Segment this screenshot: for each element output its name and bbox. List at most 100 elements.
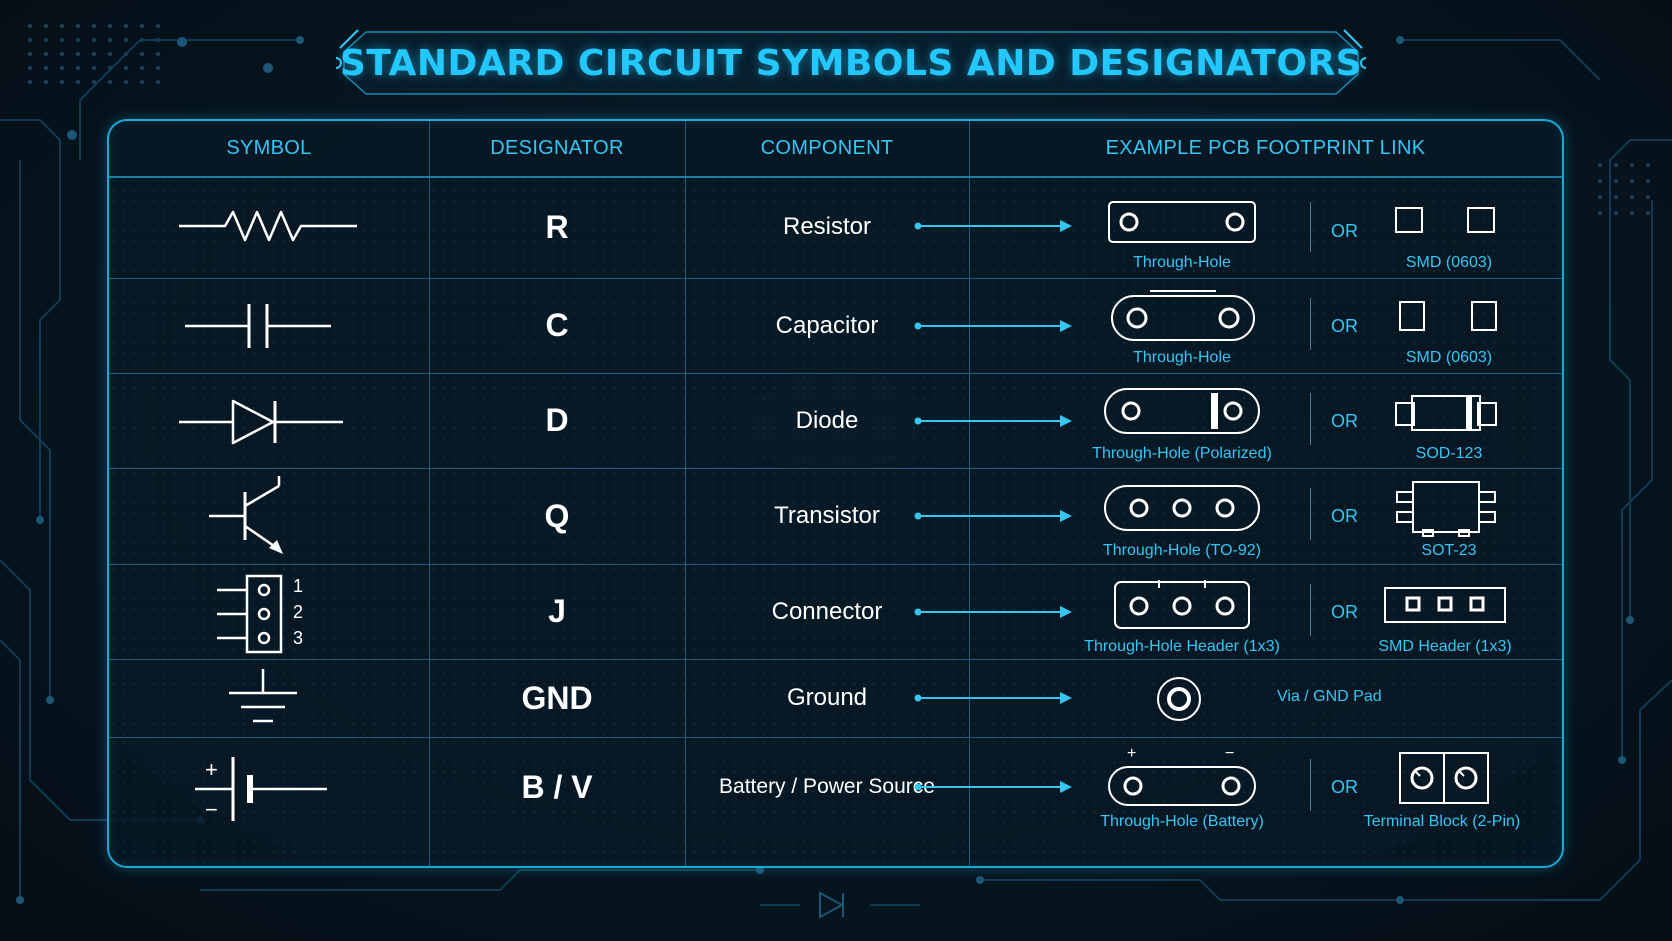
link-arrow-icon: [914, 415, 1072, 427]
footprint-label: SMD Header (1x3): [1378, 638, 1512, 655]
designator-cell: D: [545, 402, 569, 438]
pin-label: 1: [293, 576, 304, 596]
smd-footprint-icon: [1399, 301, 1497, 331]
ground-symbol-icon: [229, 669, 297, 723]
background-dot: [1614, 195, 1618, 199]
background-dot: [1646, 163, 1650, 167]
or-label: OR: [1331, 602, 1358, 622]
through-hole-footprint-icon: [1108, 201, 1256, 243]
background-dot: [124, 38, 128, 42]
table-row: R Resistor Through-Hole OR SMD (0603): [109, 176, 1562, 279]
symbol-cell: [109, 468, 429, 564]
footprint-label: SMD (0603): [1405, 254, 1493, 271]
background-dot: [44, 80, 48, 84]
background-dot: [92, 24, 96, 28]
symbol-cell: [109, 659, 429, 737]
background-dot: [108, 38, 112, 42]
table-row: C Capacitor Through-Hole OR SMD (0603): [109, 278, 1562, 374]
divider: [1310, 393, 1311, 445]
background-dot: [44, 66, 48, 70]
component-cell: Transistor: [774, 502, 880, 529]
background-dot: [92, 80, 96, 84]
background-dot: [44, 38, 48, 42]
component-cell: Ground: [786, 684, 868, 711]
background-dot: [28, 38, 32, 42]
component-cell: Battery / Power Source: [719, 775, 935, 798]
background-dot: [140, 52, 144, 56]
designator-cell: B / V: [521, 768, 593, 805]
background-dot: [76, 80, 80, 84]
background-dot: [76, 52, 80, 56]
terminal-block-footprint-icon: [1399, 752, 1489, 804]
minus-sign: −: [205, 797, 218, 822]
background-dot: [60, 66, 64, 70]
symbol-cell: [109, 373, 429, 468]
column-divider: [969, 121, 970, 866]
or-label: OR: [1331, 506, 1358, 526]
background-dot: [1598, 163, 1602, 167]
battery-through-hole-footprint-icon: [1108, 766, 1256, 806]
background-dot: [92, 52, 96, 56]
table-row: D Diode Through-Hole (Polarized) OR SOD-…: [109, 373, 1562, 469]
symbol-cell: + −: [109, 737, 429, 866]
designator-cell: R: [545, 208, 569, 245]
or-label: OR: [1331, 777, 1358, 797]
background-dot: [1614, 211, 1618, 215]
designator-cell: C: [545, 307, 569, 343]
column-divider: [685, 121, 686, 866]
background-dot: [1598, 211, 1602, 215]
background-dot: [60, 52, 64, 56]
symbols-table: SYMBOL DESIGNATOR COMPONENT EXAMPLE PCB …: [107, 119, 1564, 868]
background-dot: [124, 66, 128, 70]
minus-sign: −: [1225, 745, 1235, 762]
background-dot: [1630, 163, 1634, 167]
capacitor-symbol-icon: [185, 304, 331, 348]
header-footprint: EXAMPLE PCB FOOTPRINT LINK: [1105, 137, 1426, 159]
background-dot: [92, 38, 96, 42]
footprint-label: SOD-123: [1415, 445, 1483, 462]
component-cell: Connector: [771, 597, 883, 625]
link-arrow-icon: [914, 692, 1072, 704]
table-header: SYMBOL DESIGNATOR COMPONENT EXAMPLE PCB …: [109, 121, 1562, 178]
resistor-symbol-icon: [179, 210, 357, 242]
background-dot: [28, 52, 32, 56]
via-pad-icon: [1157, 677, 1201, 721]
header-symbol: SYMBOL: [226, 137, 312, 159]
sot23-footprint-icon: [1396, 481, 1496, 537]
background-dot: [1598, 195, 1602, 199]
background-dot: [60, 24, 64, 28]
pin-label: 2: [293, 602, 304, 622]
header-through-hole-footprint-icon: [1114, 580, 1250, 629]
divider: [1310, 298, 1311, 350]
to92-footprint-icon: [1104, 485, 1260, 531]
footprint-label: Through-Hole Header (1x3): [1084, 638, 1280, 655]
background-dot: [60, 38, 64, 42]
plus-sign: +: [205, 757, 218, 782]
designator-cell: GND: [521, 679, 593, 716]
footprint-label: Through-Hole (TO-92): [1103, 542, 1261, 559]
header-designator: DESIGNATOR: [490, 137, 624, 159]
background-dot: [1646, 179, 1650, 183]
background-dot: [1614, 179, 1618, 183]
background-dot: [124, 24, 128, 28]
background-dot: [140, 80, 144, 84]
designator-cell: Q: [544, 497, 570, 534]
pin-label: 3: [293, 628, 304, 648]
background-dot: [1630, 179, 1634, 183]
plus-sign: +: [1127, 745, 1137, 762]
header-component: COMPONENT: [760, 137, 894, 159]
footprint-label: Terminal Block (2-Pin): [1363, 813, 1521, 830]
background-dot: [1646, 211, 1650, 215]
background-dot: [1630, 195, 1634, 199]
footprint-label: Via / GND Pad: [1277, 688, 1382, 705]
title-frame: [336, 29, 1366, 95]
divider: [1310, 488, 1311, 540]
divider: [1310, 202, 1311, 252]
table-row: GND Ground Via / GND Pad: [109, 659, 1562, 738]
background-dot: [156, 24, 160, 28]
diode-symbol-icon: [179, 399, 343, 445]
footprint-label: Through-Hole (Battery): [1100, 813, 1264, 830]
background-dot: [28, 24, 32, 28]
background-dot: [44, 52, 48, 56]
